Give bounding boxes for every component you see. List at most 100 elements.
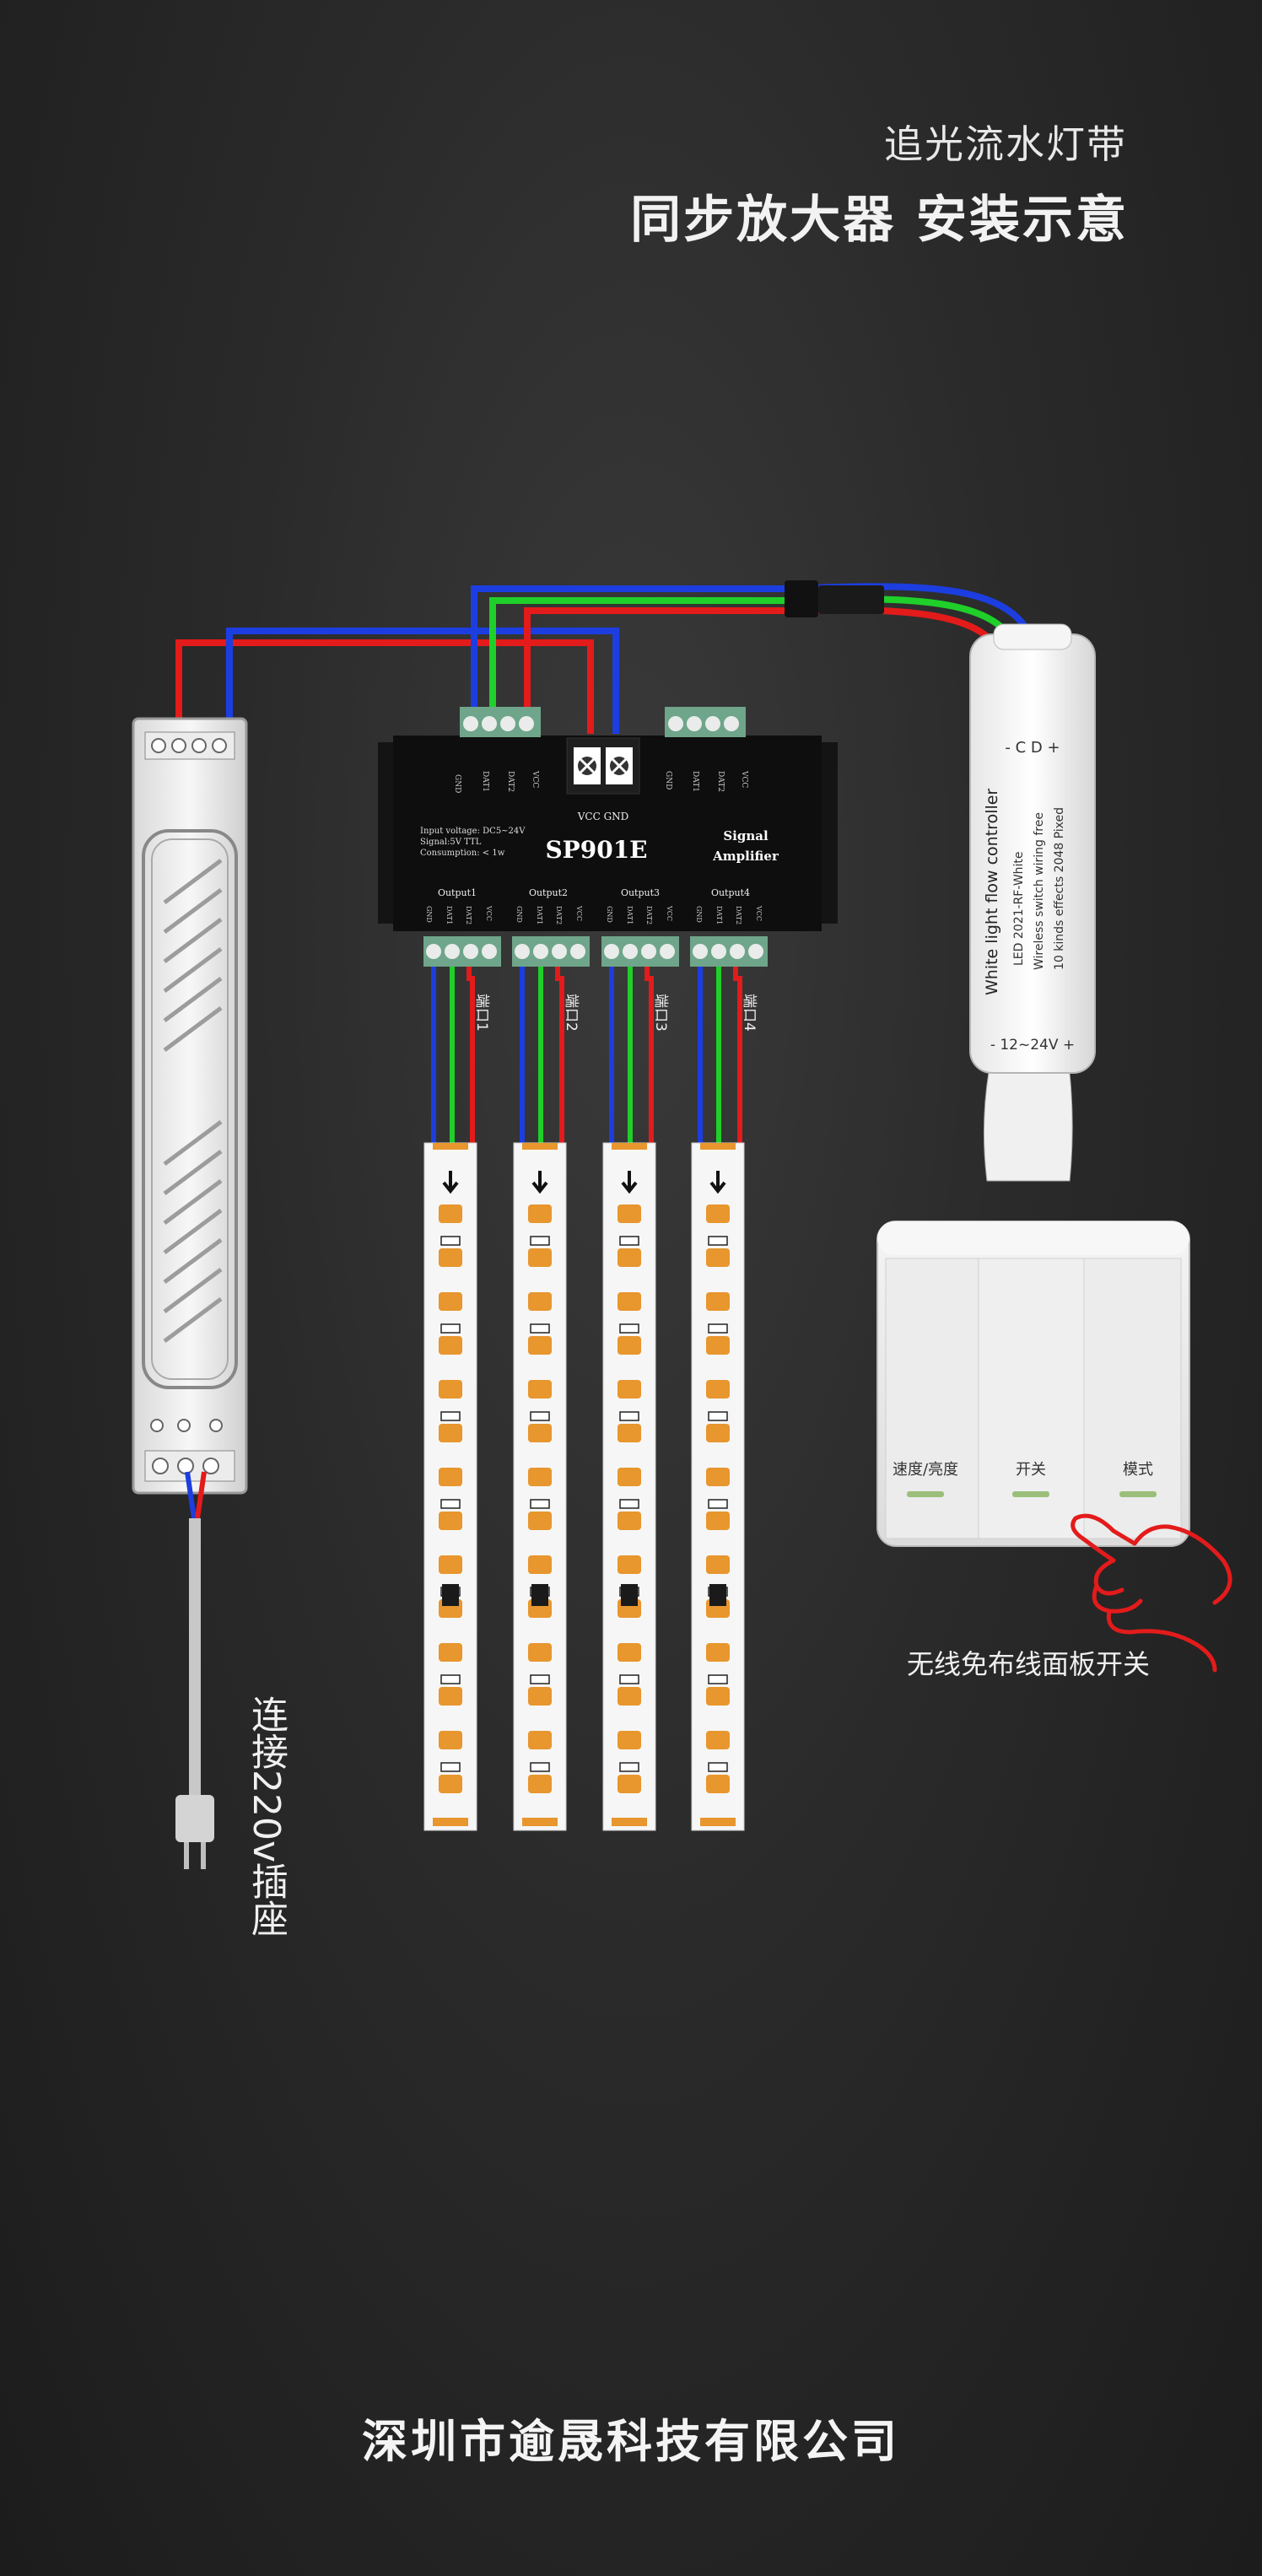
out2-pin-dat1: DAT1 — [536, 906, 543, 924]
led-chip — [618, 1468, 641, 1486]
wire-connector — [785, 580, 884, 617]
amp-input-pin-vcc: VCC — [531, 770, 539, 788]
led-chip — [706, 1512, 730, 1530]
amp-input2-pin-dat1: DAT1 — [691, 771, 699, 792]
out3-pin-dat1: DAT1 — [626, 906, 634, 924]
led-chip — [439, 1555, 462, 1574]
amp-output2-label: Output2 — [529, 887, 568, 898]
amp-input-pin-gnd: GND — [453, 774, 461, 793]
strip-body — [691, 1142, 745, 1831]
strip-pad — [700, 1143, 736, 1150]
resistor — [619, 1411, 639, 1421]
led-chip — [706, 1248, 730, 1267]
out1-pin-dat1: DAT1 — [445, 906, 453, 924]
plug-label: 连接220v插座 — [240, 1695, 291, 1946]
resistor — [440, 1411, 461, 1421]
resistor — [440, 1323, 461, 1334]
hand-icon — [1071, 1513, 1232, 1673]
resistor — [619, 1499, 639, 1509]
led-chip — [706, 1731, 730, 1749]
led-strip-2 — [513, 1142, 567, 1831]
controller-title: White light flow controller — [983, 789, 1001, 995]
amp-input2-pin-dat2: DAT2 — [716, 771, 725, 792]
led-chip — [439, 1204, 462, 1223]
led-chip — [618, 1248, 641, 1267]
led-chip — [439, 1731, 462, 1749]
led-chip — [618, 1731, 641, 1749]
resistor — [708, 1762, 728, 1772]
led-chip — [528, 1204, 552, 1223]
panel-button-mode[interactable]: 模式 — [1119, 1461, 1157, 1497]
ac-cable — [175, 1471, 214, 1869]
resistor — [530, 1499, 550, 1509]
resistor — [530, 1674, 550, 1684]
led-chip — [439, 1248, 462, 1267]
led-chip — [618, 1380, 641, 1398]
psu-wires — [175, 628, 619, 734]
amp-output3-label: Output3 — [621, 887, 660, 898]
strip-body — [423, 1142, 477, 1831]
ic-chip — [531, 1584, 548, 1606]
strip-pad-end — [522, 1818, 558, 1826]
resistor — [440, 1499, 461, 1509]
amp-output1-label: Output1 — [438, 887, 477, 898]
panel-button-speed[interactable]: 速度/亮度 — [893, 1461, 958, 1497]
controller-line4: 10 kinds effects 2048 Pixed — [1053, 807, 1066, 970]
led-chip — [706, 1336, 730, 1355]
out1-pin-gnd: GND — [425, 906, 433, 923]
amp-input2-pin-gnd: GND — [664, 771, 672, 790]
led-chip — [528, 1292, 552, 1311]
led-chip — [528, 1380, 552, 1398]
led-chip — [528, 1248, 552, 1267]
out1-pin-dat2: DAT2 — [465, 906, 472, 924]
resistor — [530, 1323, 550, 1334]
resistor — [708, 1411, 728, 1421]
out1-pin-vcc: VCC — [485, 905, 493, 921]
led-chip — [439, 1380, 462, 1398]
led-chip — [618, 1643, 641, 1662]
led-chip — [618, 1775, 641, 1793]
controller-top-pins: - C D + — [1005, 739, 1060, 757]
header-subtitle: 追光流水灯带 — [884, 121, 1127, 167]
port3-label: 端口3 — [652, 994, 669, 1032]
direction-arrow-icon — [442, 1171, 459, 1194]
resistor — [619, 1323, 639, 1334]
out4-pin-dat1: DAT1 — [715, 906, 723, 924]
out4-pin-dat2: DAT2 — [735, 906, 742, 924]
led-chip — [439, 1468, 462, 1486]
resistor — [619, 1236, 639, 1246]
resistor — [530, 1236, 550, 1246]
led-chip — [706, 1204, 730, 1223]
flow-controller: - C D + White light flow controller LED … — [969, 623, 1096, 1182]
led-chip — [439, 1512, 462, 1530]
power-supply — [132, 717, 248, 1495]
led-strip-4 — [691, 1142, 745, 1831]
panel-button-power[interactable]: 开关 — [1012, 1461, 1049, 1497]
led-chip — [618, 1687, 641, 1706]
amp-spec-signal: Signal:5V TTL — [420, 838, 482, 847]
resistor — [708, 1499, 728, 1509]
direction-arrow-icon — [709, 1171, 726, 1194]
led-chip — [618, 1204, 641, 1223]
panel-button-mode-label: 模式 — [1123, 1461, 1153, 1479]
resistor — [708, 1236, 728, 1246]
led-chip — [706, 1424, 730, 1442]
strip-pad — [612, 1143, 647, 1150]
panel-caption: 无线免布线面板开关 — [907, 1648, 1151, 1680]
amp-power-terminal-label: VCC GND — [577, 811, 629, 822]
led-strips — [423, 1142, 745, 1831]
led-chip — [618, 1336, 641, 1355]
out4-pin-gnd: GND — [695, 906, 703, 923]
resistor — [530, 1411, 550, 1421]
controller-voltage: - 12~24V + — [990, 1037, 1075, 1054]
direction-arrow-icon — [621, 1171, 638, 1194]
led-chip — [528, 1643, 552, 1662]
amp-input-pin-dat2: DAT2 — [506, 771, 515, 792]
amplifier-sp901e: GND DAT1 DAT2 VCC GND DAT1 DAT2 VCC VCC … — [378, 707, 838, 967]
resistor — [708, 1674, 728, 1684]
led-chip — [706, 1687, 730, 1706]
out2-pin-dat2: DAT2 — [555, 906, 563, 924]
port4-label: 端口4 — [741, 994, 758, 1032]
led-chip — [618, 1555, 641, 1574]
